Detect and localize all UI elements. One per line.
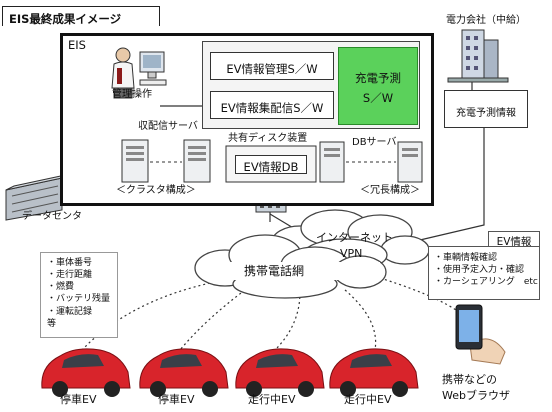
mobile-network-label: 携帯電話網 [244,264,305,278]
power-company-label: 電力会社（中給） [446,15,526,26]
link-car-2 [179,289,246,351]
redundant-label: ＜冗長構成＞ [360,185,420,196]
admin-label: 管理操作 [112,89,152,100]
ev-management-sw-label: EV情報管理S／W [226,62,318,76]
ev-car-icon-1 [41,348,131,397]
vehicle-data-list: ・車体番号 ・走行距離 ・燃費 ・バッテリ残量 ・運転記録 等 [40,252,118,338]
ev-distribution-sw-box: EV情報集配信S／W [210,91,334,119]
link-car-3 [274,291,301,351]
charge-forecast-sw-box: 充電予測 S／W [338,47,418,125]
vehicle-data-item: ・走行距離 [47,270,93,281]
data-center-label: データセンタ [22,211,82,222]
ev-info-db-box: EV情報DB [235,155,307,174]
vehicle-data-item: 等 [47,318,57,329]
phone-label-line1: 携帯などの [442,373,497,386]
ev-info-item: ・カーシェアリング etc [434,277,538,288]
ev-car-icon-3 [235,348,325,397]
cluster-label: ＜クラスタ構成＞ [116,185,196,196]
charge-forecast-info-label: 充電予測情報 [456,108,516,119]
ev-info-box: ・車輌情報確認 ・使用予定入力・確認 ・カーシェアリング etc [428,246,540,300]
ev-info-db-label: EV情報DB [243,160,299,174]
power-company-building-icon [447,29,509,83]
internet-label: インターネット [316,231,393,244]
link-car-4 [344,289,377,351]
phone-label-line2: Webブラウザ [442,389,510,402]
ev-car-icon-2 [139,348,229,397]
db-server-label: DBサーバ [352,137,397,148]
vehicle-data-item: ・燃費 [47,282,75,293]
delivery-server-label: 収配信サーバ [138,121,198,132]
car-label-2: 停車EV [158,393,195,406]
ev-management-sw-box: EV情報管理S／W [210,52,334,80]
vpn-label: VPN [340,247,363,260]
charge-forecast-line2: S／W [362,91,394,105]
car-label-3: 走行中EV [248,393,296,406]
vehicle-data-item: ・車体番号 [47,258,93,268]
forecast-to-internet-line [419,128,485,241]
car-label-1: 停車EV [60,393,97,406]
ev-info-item: ・使用予定入力・確認 [434,265,525,276]
vehicle-data-item: ・運転記録 [47,306,93,317]
cloud-mask [230,262,380,280]
charge-forecast-line1: 充電予測 [355,71,401,85]
ev-distribution-sw-label: EV情報集配信S／W [220,101,324,115]
eis-label: EIS [68,38,86,52]
smartphone-icon [455,304,506,365]
charge-forecast-info-box: 充電予測情報 [444,90,528,128]
ev-info-item: ・車輌情報確認 [434,253,498,263]
shared-disk-label: 共有ディスク装置 [228,133,308,144]
link-car-1 [81,281,216,351]
diagram-title: EIS最終成果イメージ [2,6,160,26]
car-label-4: 走行中EV [344,393,392,406]
vehicle-data-item: ・バッテリ残量 [47,294,111,305]
ev-car-icon-4 [329,348,419,397]
ev-info-title: EV情報 [488,231,540,248]
